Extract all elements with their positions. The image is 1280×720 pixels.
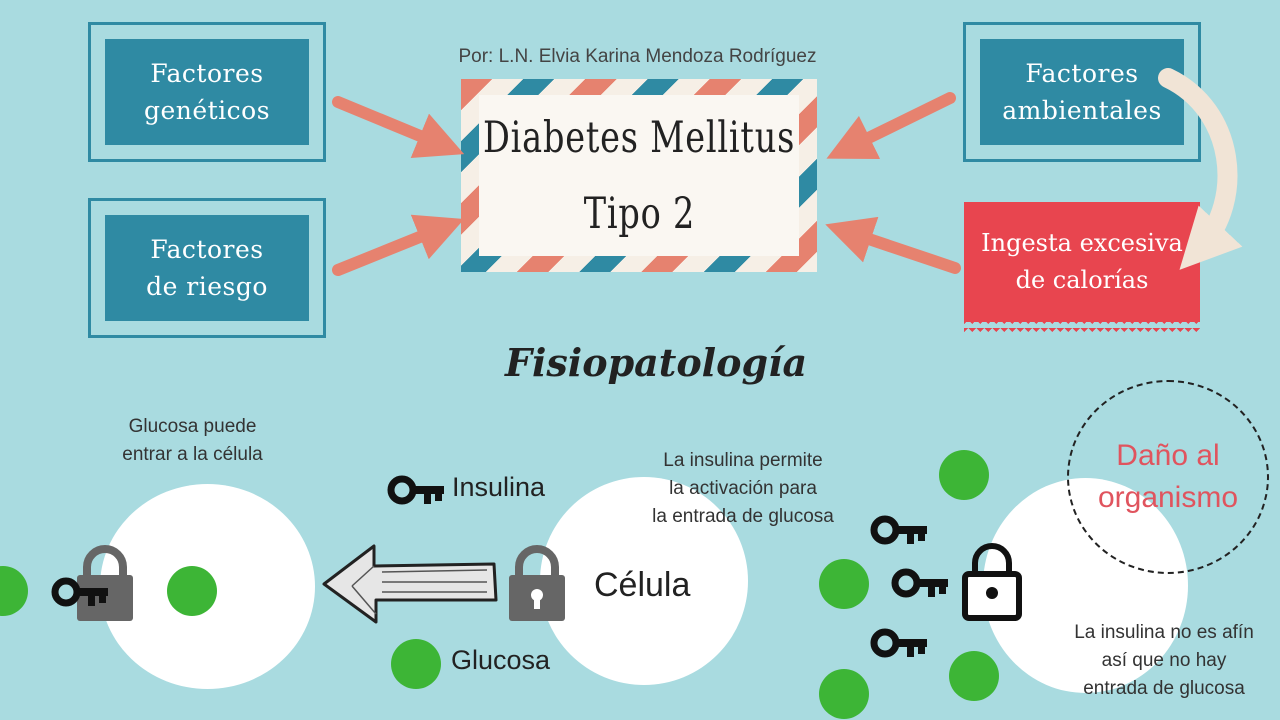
glucose-dot xyxy=(819,669,869,719)
factores-geneticos-box: Factores genéticos xyxy=(105,39,309,145)
afin-note-line2: así que no hay xyxy=(1101,650,1227,671)
title-envelope: Diabetes Mellitus Tipo 2 xyxy=(461,79,817,272)
ingesta-zigzag-edge xyxy=(964,320,1200,332)
author-credit: Por: L.N. Elvia Karina Mendoza Rodríguez xyxy=(458,46,817,67)
factores-riesgo-line1: Factores xyxy=(150,235,264,264)
key-icon xyxy=(870,628,927,658)
key-icon xyxy=(891,568,948,598)
ingesta-calorias-box: Ingesta excesiva de calorías xyxy=(964,202,1200,322)
glucosa-note: Glucosa puede entrar a la célula xyxy=(100,413,285,469)
dano-line1: Daño al xyxy=(1116,439,1220,472)
glucose-dot xyxy=(939,450,989,500)
key-icon xyxy=(387,475,444,505)
insulina-note-line3: la entrada de glucosa xyxy=(652,506,834,527)
title-line2: Tipo 2 xyxy=(583,188,695,239)
factores-geneticos-frame xyxy=(88,22,326,162)
ingesta-line2: de calorías xyxy=(1015,266,1149,294)
insulina-note-line2: la activación para xyxy=(669,478,817,499)
key-icon xyxy=(51,577,108,607)
factores-ambientales-line2: ambientales xyxy=(1002,96,1162,125)
afin-note-line3: entrada de glucosa xyxy=(1083,678,1245,699)
sketch-arrow-icon xyxy=(322,544,498,624)
glucose-dot xyxy=(949,651,999,701)
arrow-ingesta xyxy=(825,216,961,274)
padlock-icon xyxy=(509,545,565,621)
key-icon xyxy=(870,515,927,545)
dano-line2: organismo xyxy=(1097,481,1239,514)
title-card: Diabetes Mellitus Tipo 2 xyxy=(479,95,799,256)
title-line1: Diabetes Mellitus xyxy=(482,112,796,163)
legend-celula: Célula xyxy=(594,566,691,604)
factores-geneticos-line1: Factores xyxy=(150,59,264,88)
dano-organismo-bubble: Daño al organismo xyxy=(1067,380,1269,574)
ingesta-line1: Ingesta excesiva xyxy=(981,229,1183,257)
legend-insulina: Insulina xyxy=(452,472,546,502)
arrow-ambientales xyxy=(826,92,956,159)
section-title: Fisiopatología xyxy=(505,340,808,385)
arrow-riesgo xyxy=(332,214,465,276)
glucosa-note-line2: entrar a la célula xyxy=(122,444,263,465)
legend-glucosa: Glucosa xyxy=(451,645,551,675)
factores-ambientales-line1: Factores xyxy=(1025,59,1139,88)
padlock-open-icon xyxy=(962,543,1022,621)
arrow-geneticos xyxy=(332,96,465,159)
glucose-dot xyxy=(391,639,441,689)
factores-riesgo-box: Factores de riesgo xyxy=(105,215,309,321)
glucose-dot xyxy=(819,559,869,609)
glucosa-note-line1: Glucosa puede xyxy=(128,416,257,437)
afin-note: La insulina no es afín así que no hay en… xyxy=(1055,619,1273,703)
cell-circle-middle xyxy=(540,477,748,685)
factores-ambientales-box: Factores ambientales xyxy=(980,39,1184,145)
afin-note-line1: La insulina no es afín xyxy=(1074,622,1254,643)
factores-riesgo-frame xyxy=(88,198,326,338)
insulina-note-line1: La insulina permite xyxy=(663,450,823,471)
factores-geneticos-line2: genéticos xyxy=(143,96,271,125)
insulina-note: La insulina permite la activación para l… xyxy=(638,447,848,531)
arrow-ambientales-to-ingesta xyxy=(1158,68,1243,270)
glucose-dot xyxy=(167,566,217,616)
factores-riesgo-line2: de riesgo xyxy=(146,272,268,301)
